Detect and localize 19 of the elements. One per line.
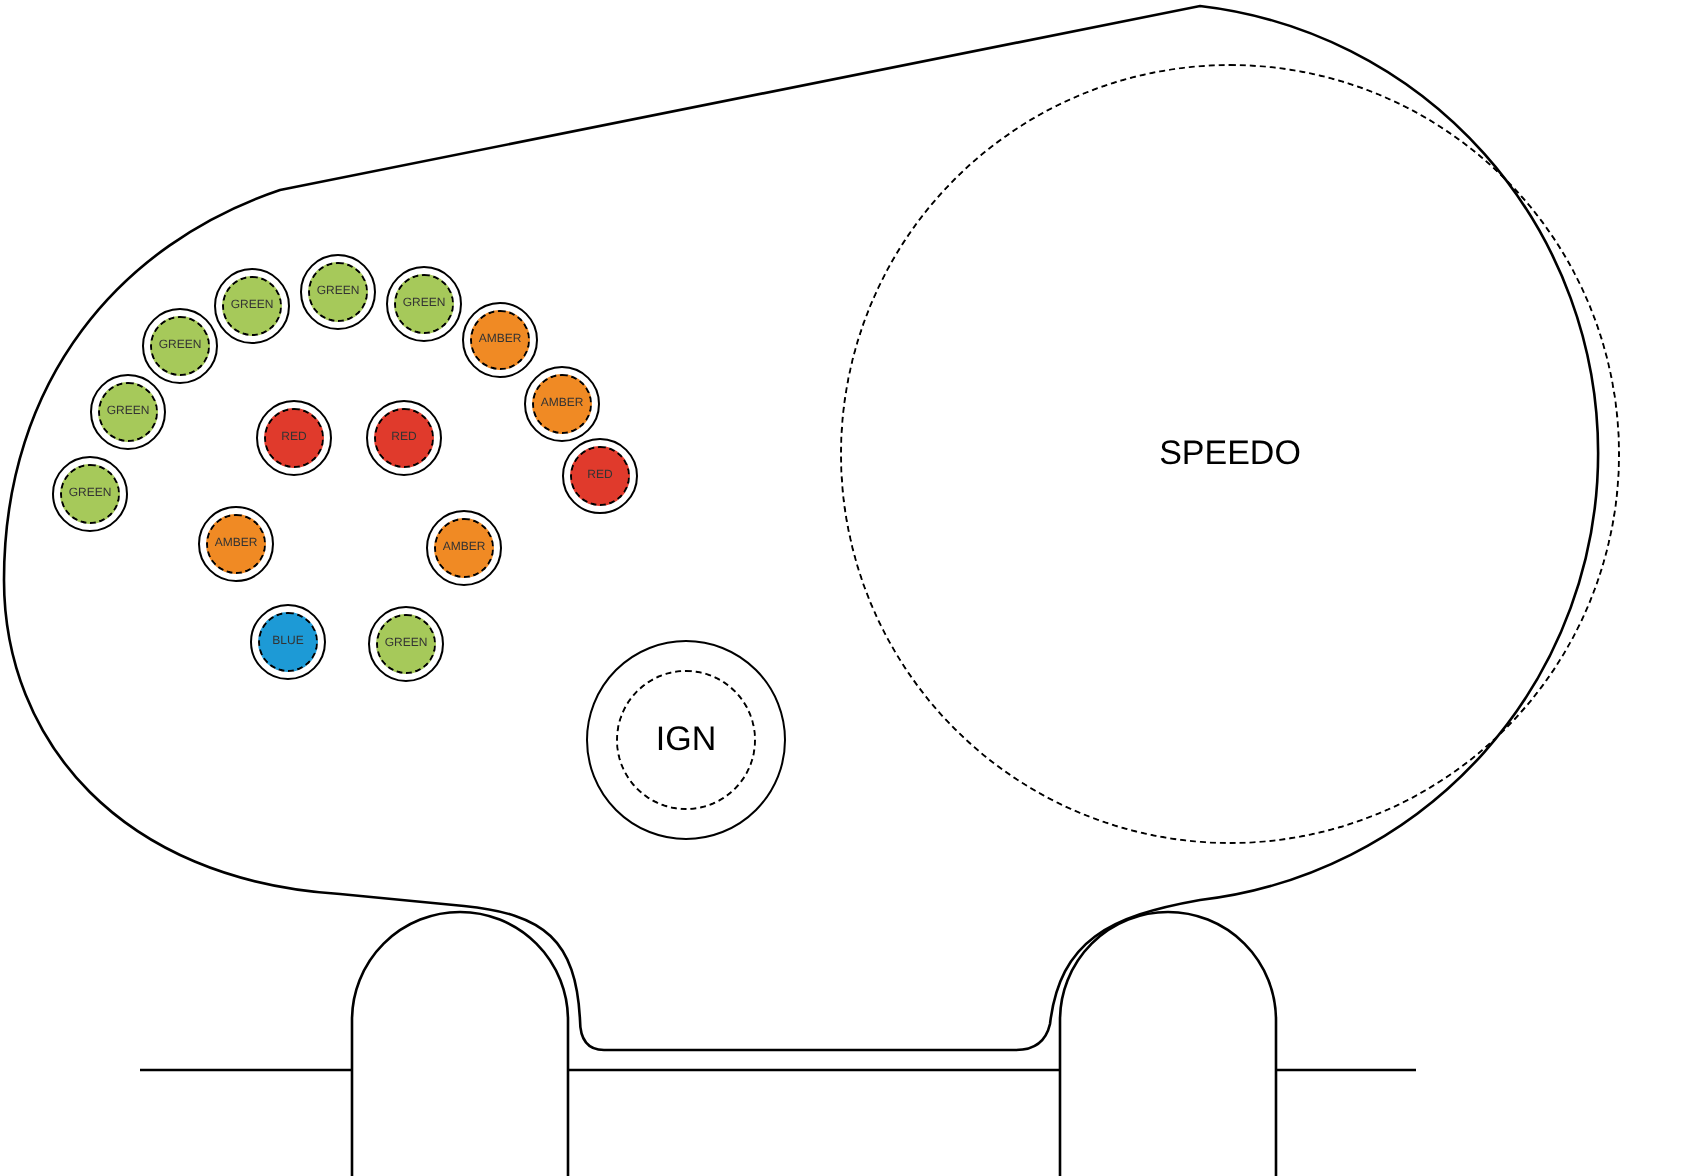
indicator-light xyxy=(52,456,128,532)
indicator-light xyxy=(462,302,538,378)
indicator-light xyxy=(368,606,444,682)
indicator-light xyxy=(250,604,326,680)
indicator-light xyxy=(562,438,638,514)
indicator-light xyxy=(426,510,502,586)
indicator-light xyxy=(142,308,218,384)
indicator-light xyxy=(198,506,274,582)
indicator-light xyxy=(366,400,442,476)
indicator-light xyxy=(90,374,166,450)
indicator-light xyxy=(256,400,332,476)
ignition-label: IGN xyxy=(655,718,717,763)
speedometer-dial xyxy=(840,64,1620,844)
dial-label: SPEEDO xyxy=(1159,432,1301,477)
indicator-light xyxy=(386,266,462,342)
indicator-light xyxy=(300,254,376,330)
indicator-light xyxy=(214,268,290,344)
indicator-light xyxy=(524,366,600,442)
ignition-switch xyxy=(586,640,786,840)
